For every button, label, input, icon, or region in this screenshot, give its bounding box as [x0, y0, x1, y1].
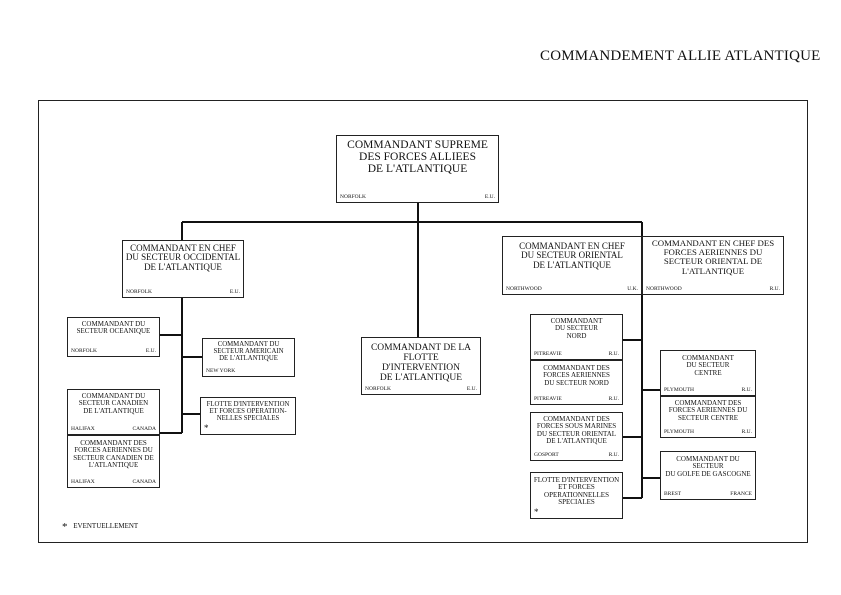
location-country: CANADA [132, 479, 156, 485]
box-label: COMMANDANT DE LA FLOTTE D'INTERVENTION D… [370, 343, 472, 383]
box-label: COMMANDANT DU SECTEUR OCEANIQUE [76, 320, 151, 336]
location-country: E.U. [466, 386, 477, 392]
box-label: COMMANDANT DES FORCES AERIENNES DU SECTE… [73, 439, 154, 470]
location-country: R.U. [608, 396, 619, 402]
box-label: COMMANDANT DU SECTEUR CENTRE [682, 354, 734, 377]
chart-frame [38, 100, 808, 543]
footnote-marker: * [534, 507, 539, 517]
location-city: PITREAVIE [534, 396, 562, 402]
box-label: COMMANDANT DES FORCES SOUS MARINES DU SE… [536, 415, 617, 446]
page-title: COMMANDEMENT ALLIE ATLANTIQUE [540, 48, 821, 64]
box-label: COMMANDANT DES FORCES AERIENNES DU SECTE… [543, 364, 610, 387]
location-country: R.U. [741, 387, 752, 393]
box-location: NEW YORK [206, 368, 291, 374]
box-label: COMMANDANT EN CHEF DU SECTEUR OCCIDENTAL… [125, 243, 241, 272]
footnote-marker: * [204, 423, 209, 433]
location-city: HALIFAX [71, 426, 95, 432]
location-city: BREST [664, 491, 682, 497]
box-strike-fleet: COMMANDANT DE LA FLOTTE D'INTERVENTION D… [361, 337, 481, 395]
location-country: R.U. [608, 351, 619, 357]
box-supreme-commander: COMMANDANT SUPREME DES FORCES ALLIEES DE… [336, 135, 499, 203]
location-country: E.U. [229, 289, 240, 295]
box-label: COMMANDANT DU SECTEUR NORD [550, 317, 603, 340]
location-city: NORFOLK [340, 194, 366, 200]
box-location: NORFOLK E.U. [340, 194, 495, 200]
box-label: COMMANDANT EN CHEF DU SECTEUR ORIENTAL D… [519, 241, 625, 270]
location-city: PLYMOUTH [664, 387, 695, 393]
box-west-special-forces: FLOTTE D'INTERVENTION ET FORCES OPERATIO… [200, 397, 296, 435]
location-country: E.U. [145, 348, 156, 354]
box-location: PLYMOUTH R.U. [664, 387, 752, 393]
location-city: NORTHWOOD [646, 286, 682, 292]
box-location: NORFOLK E.U. [365, 386, 477, 392]
box-location: PITREAVIE R.U. [534, 396, 619, 402]
box-eastern-atlantic: COMMANDANT EN CHEF DU SECTEUR ORIENTAL D… [502, 236, 642, 295]
location-country: R.U. [608, 452, 619, 458]
footnote-text: EVENTUELLEMENT [73, 522, 139, 530]
box-gascogne-sector: COMMANDANT DU SECTEUR DU GOLFE DE GASCOG… [660, 451, 756, 500]
box-location: NORTHWOOD U.K. [506, 286, 638, 292]
location-country: FRANCE [730, 491, 752, 497]
box-centre-air-forces: COMMANDANT DES FORCES AERIENNES DU SECTE… [660, 396, 756, 438]
box-location: GOSPORT R.U. [534, 452, 619, 458]
box-location: PLYMOUTH R.U. [664, 429, 752, 435]
box-american-sector: COMMANDANT DU SECTEUR AMERICAIN DE L'ATL… [202, 338, 295, 377]
box-label: COMMANDANT SUPREME DES FORCES ALLIEES DE… [347, 139, 488, 176]
footnote-symbol: * [62, 521, 68, 533]
location-city: NORFOLK [365, 386, 391, 392]
box-western-atlantic: COMMANDANT EN CHEF DU SECTEUR OCCIDENTAL… [122, 240, 244, 298]
box-ocean-sector: COMMANDANT DU SECTEUR OCEANIQUE NORFOLK … [67, 317, 160, 357]
box-location: HALIFAX CANADA [71, 479, 156, 485]
box-location: NORTHWOOD R.U. [646, 286, 780, 292]
box-label: COMMANDANT DU SECTEUR CANADIEN DE L'ATLA… [78, 392, 149, 415]
box-location: PITREAVIE R.U. [534, 351, 619, 357]
box-label: COMMANDANT DU SECTEUR DU GOLFE DE GASCOG… [665, 455, 751, 478]
location-country: R.U. [741, 429, 752, 435]
box-label: COMMANDANT DES FORCES AERIENNES DU SECTE… [668, 399, 748, 422]
location-country: E.U. [484, 194, 495, 200]
location-city: NORFOLK [71, 348, 97, 354]
box-location: NORFOLK E.U. [126, 289, 240, 295]
box-centre-sector: COMMANDANT DU SECTEUR CENTRE PLYMOUTH R.… [660, 350, 756, 396]
box-submarine-forces: COMMANDANT DES FORCES SOUS MARINES DU SE… [530, 412, 623, 461]
box-location: NORFOLK E.U. [71, 348, 156, 354]
box-label: COMMANDANT EN CHEF DES FORCES AERIENNES … [651, 238, 775, 276]
box-north-sector: COMMANDANT DU SECTEUR NORD PITREAVIE R.U… [530, 314, 623, 360]
location-country: CANADA [132, 426, 156, 432]
box-label: FLOTTE D'INTERVENTION ET FORCES OPERATIO… [533, 476, 620, 507]
box-label: COMMANDANT DU SECTEUR AMERICAIN DE L'ATL… [213, 341, 284, 363]
location-country: R.U. [769, 286, 780, 292]
box-canadian-air-forces: COMMANDANT DES FORCES AERIENNES DU SECTE… [67, 435, 160, 488]
location-city: NORTHWOOD [506, 286, 542, 292]
location-city: NEW YORK [206, 368, 236, 374]
box-eastern-air-forces: COMMANDANT EN CHEF DES FORCES AERIENNES … [642, 236, 784, 295]
box-canadian-sector: COMMANDANT DU SECTEUR CANADIEN DE L'ATLA… [67, 389, 160, 435]
location-country: U.K. [627, 286, 638, 292]
location-city: NORFOLK [126, 289, 152, 295]
location-city: HALIFAX [71, 479, 95, 485]
location-city: GOSPORT [534, 452, 559, 458]
location-city: PLYMOUTH [664, 429, 695, 435]
box-location: HALIFAX CANADA [71, 426, 156, 432]
footnote: * EVENTUELLEMENT [62, 521, 138, 533]
box-east-special-forces: FLOTTE D'INTERVENTION ET FORCES OPERATIO… [530, 472, 623, 519]
box-north-air-forces: COMMANDANT DES FORCES AERIENNES DU SECTE… [530, 360, 623, 405]
location-city: PITREAVIE [534, 351, 562, 357]
box-label: FLOTTE D'INTERVENTION ET FORCES OPERATIO… [206, 401, 290, 423]
box-location: BREST FRANCE [664, 491, 752, 497]
